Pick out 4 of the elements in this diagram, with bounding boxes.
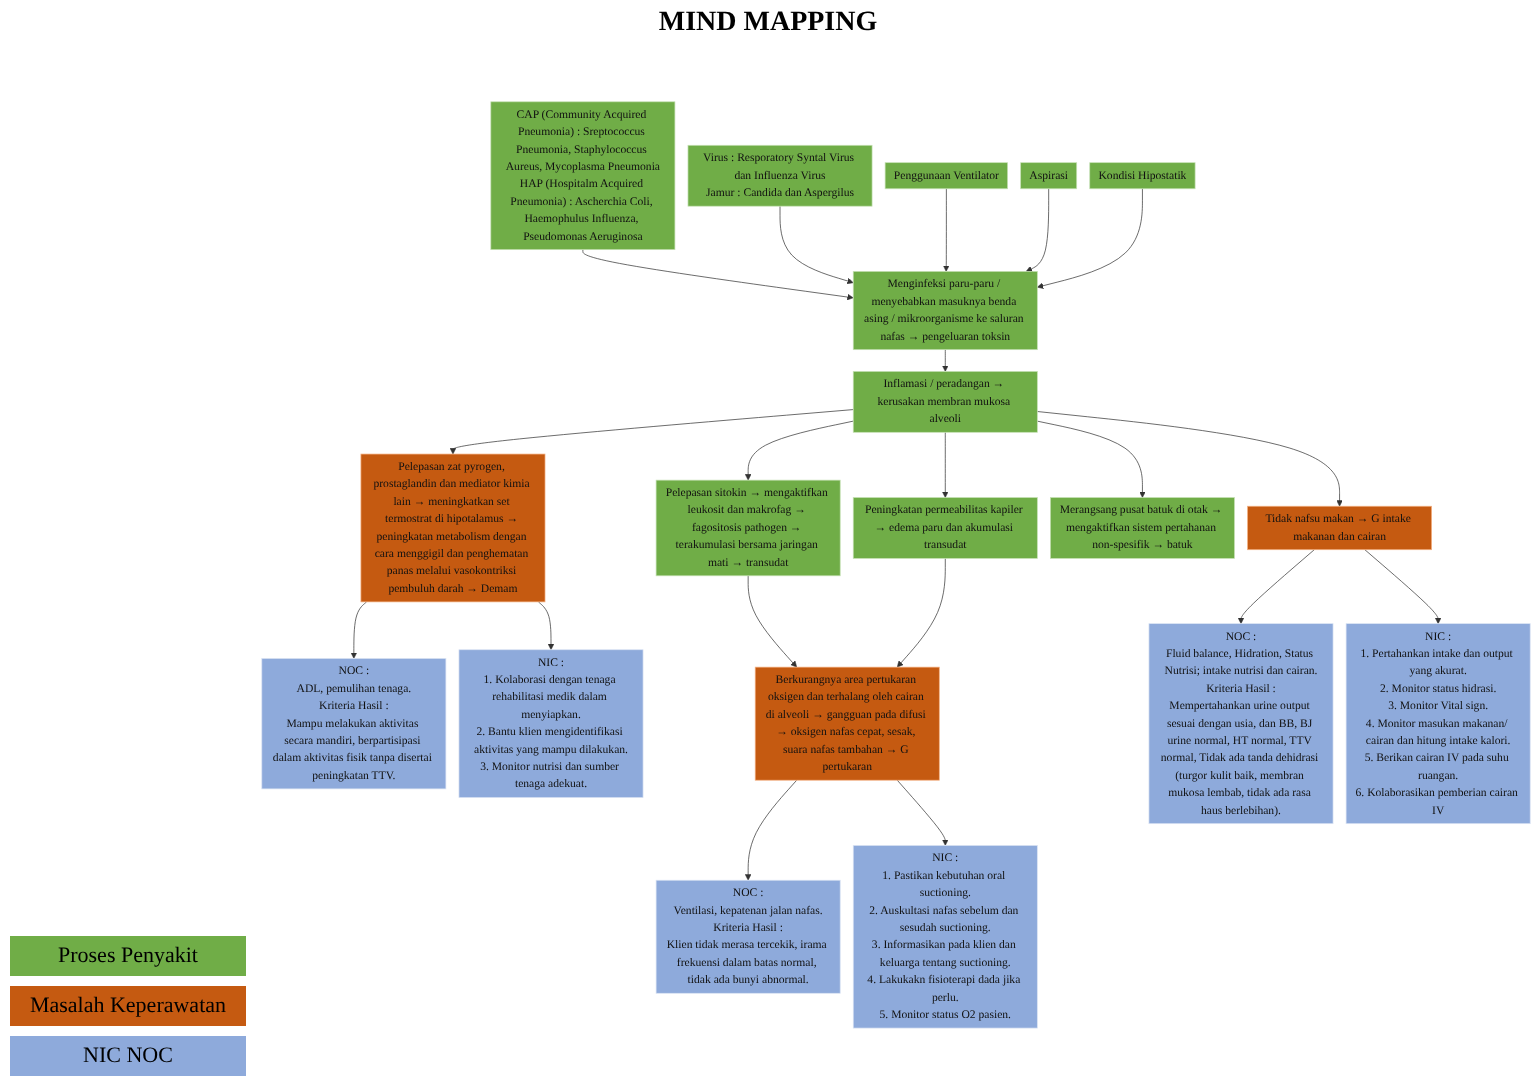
legend-swatch: Proses Penyakit <box>8 934 248 978</box>
legend-swatch: Masalah Keperawatan <box>8 984 248 1028</box>
diagram-title: MIND MAPPING <box>656 8 880 40</box>
legend-swatch: NIC NOC <box>8 1034 248 1078</box>
